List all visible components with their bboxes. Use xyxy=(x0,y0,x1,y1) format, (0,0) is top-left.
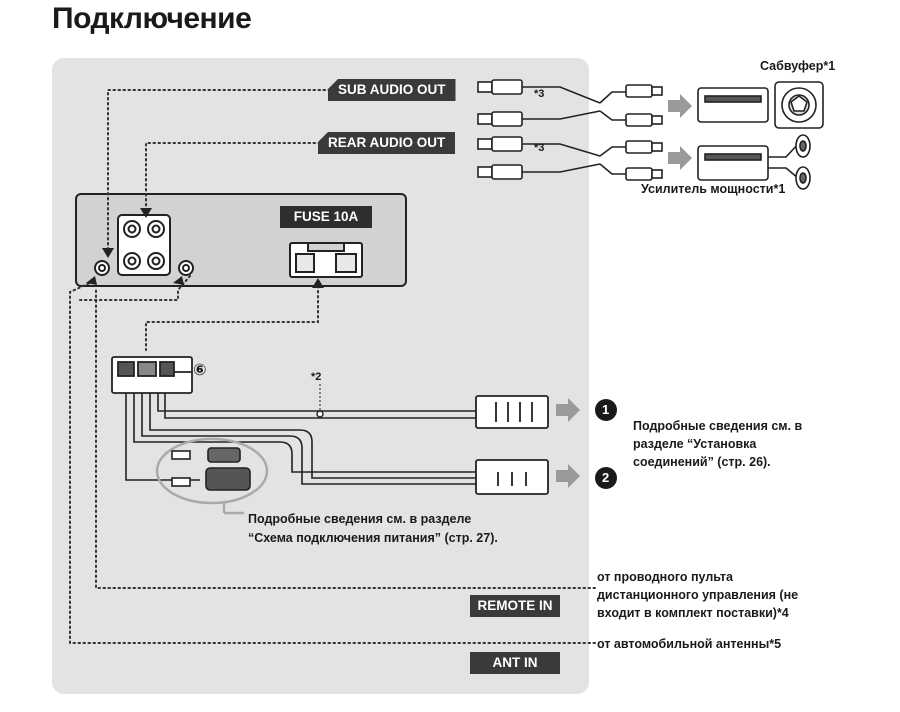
sub-rca-cables xyxy=(477,79,663,127)
power-note-line-2: “Схема подключения питания” (стр. 27). xyxy=(248,531,498,545)
power-plugs xyxy=(155,437,269,515)
subwoofer-amplifier xyxy=(697,81,824,129)
remote-note-line-2: дистанционного управления (не xyxy=(597,588,799,602)
antenna-note: от автомобильной антенны*5 xyxy=(597,637,782,651)
remote-note-line-1: от проводного пульта xyxy=(597,570,733,584)
ant-in-label: ANT IN xyxy=(470,652,560,674)
marker-two-circle xyxy=(595,467,617,489)
rear-audio-out-label: REAR AUDIO OUT xyxy=(318,132,456,154)
wire-marker xyxy=(316,410,324,418)
harness-connector xyxy=(111,356,193,394)
marker-one-label: 1 xyxy=(602,402,610,417)
install-note-line-3: соединений” (стр. 26). xyxy=(633,455,771,469)
remote-note-line-3: входит в комплект поставки)*4 xyxy=(597,606,789,620)
rear-cable-footnote: *3 xyxy=(534,142,545,154)
power-note-line-1: Подробные сведения см. в разделе xyxy=(248,512,472,526)
sub-cable-footnote: *3 xyxy=(534,88,545,100)
install-note-line-1: Подробные сведения см. в xyxy=(633,419,803,433)
marker-one-circle xyxy=(595,399,617,421)
jack-arrowheads xyxy=(86,208,324,288)
car-connectors xyxy=(475,395,549,495)
sub-audio-out-label: SUB AUDIO OUT xyxy=(328,79,456,101)
dotted-leaders xyxy=(69,89,596,644)
harness-wires xyxy=(125,393,476,485)
power-socket xyxy=(289,242,363,278)
remote-in-label: REMOTE IN xyxy=(470,595,560,617)
rca-jacks xyxy=(94,214,194,276)
power-cable-footnote: *2 xyxy=(311,371,322,383)
connector-ref-label: ⑥ xyxy=(193,362,207,379)
fuse-label: FUSE 10A xyxy=(280,206,372,228)
rear-rca-cables xyxy=(477,136,663,181)
power-amplifier xyxy=(697,134,811,190)
gray-arrows xyxy=(556,94,692,488)
page-title: Подключение xyxy=(52,2,252,35)
subwoofer-label: Сабвуфер*1 xyxy=(760,59,836,73)
install-note-line-2: разделе “Установка xyxy=(633,437,757,451)
marker-two-label: 2 xyxy=(602,470,610,485)
amplifier-label: Усилитель мощности*1 xyxy=(641,182,786,196)
